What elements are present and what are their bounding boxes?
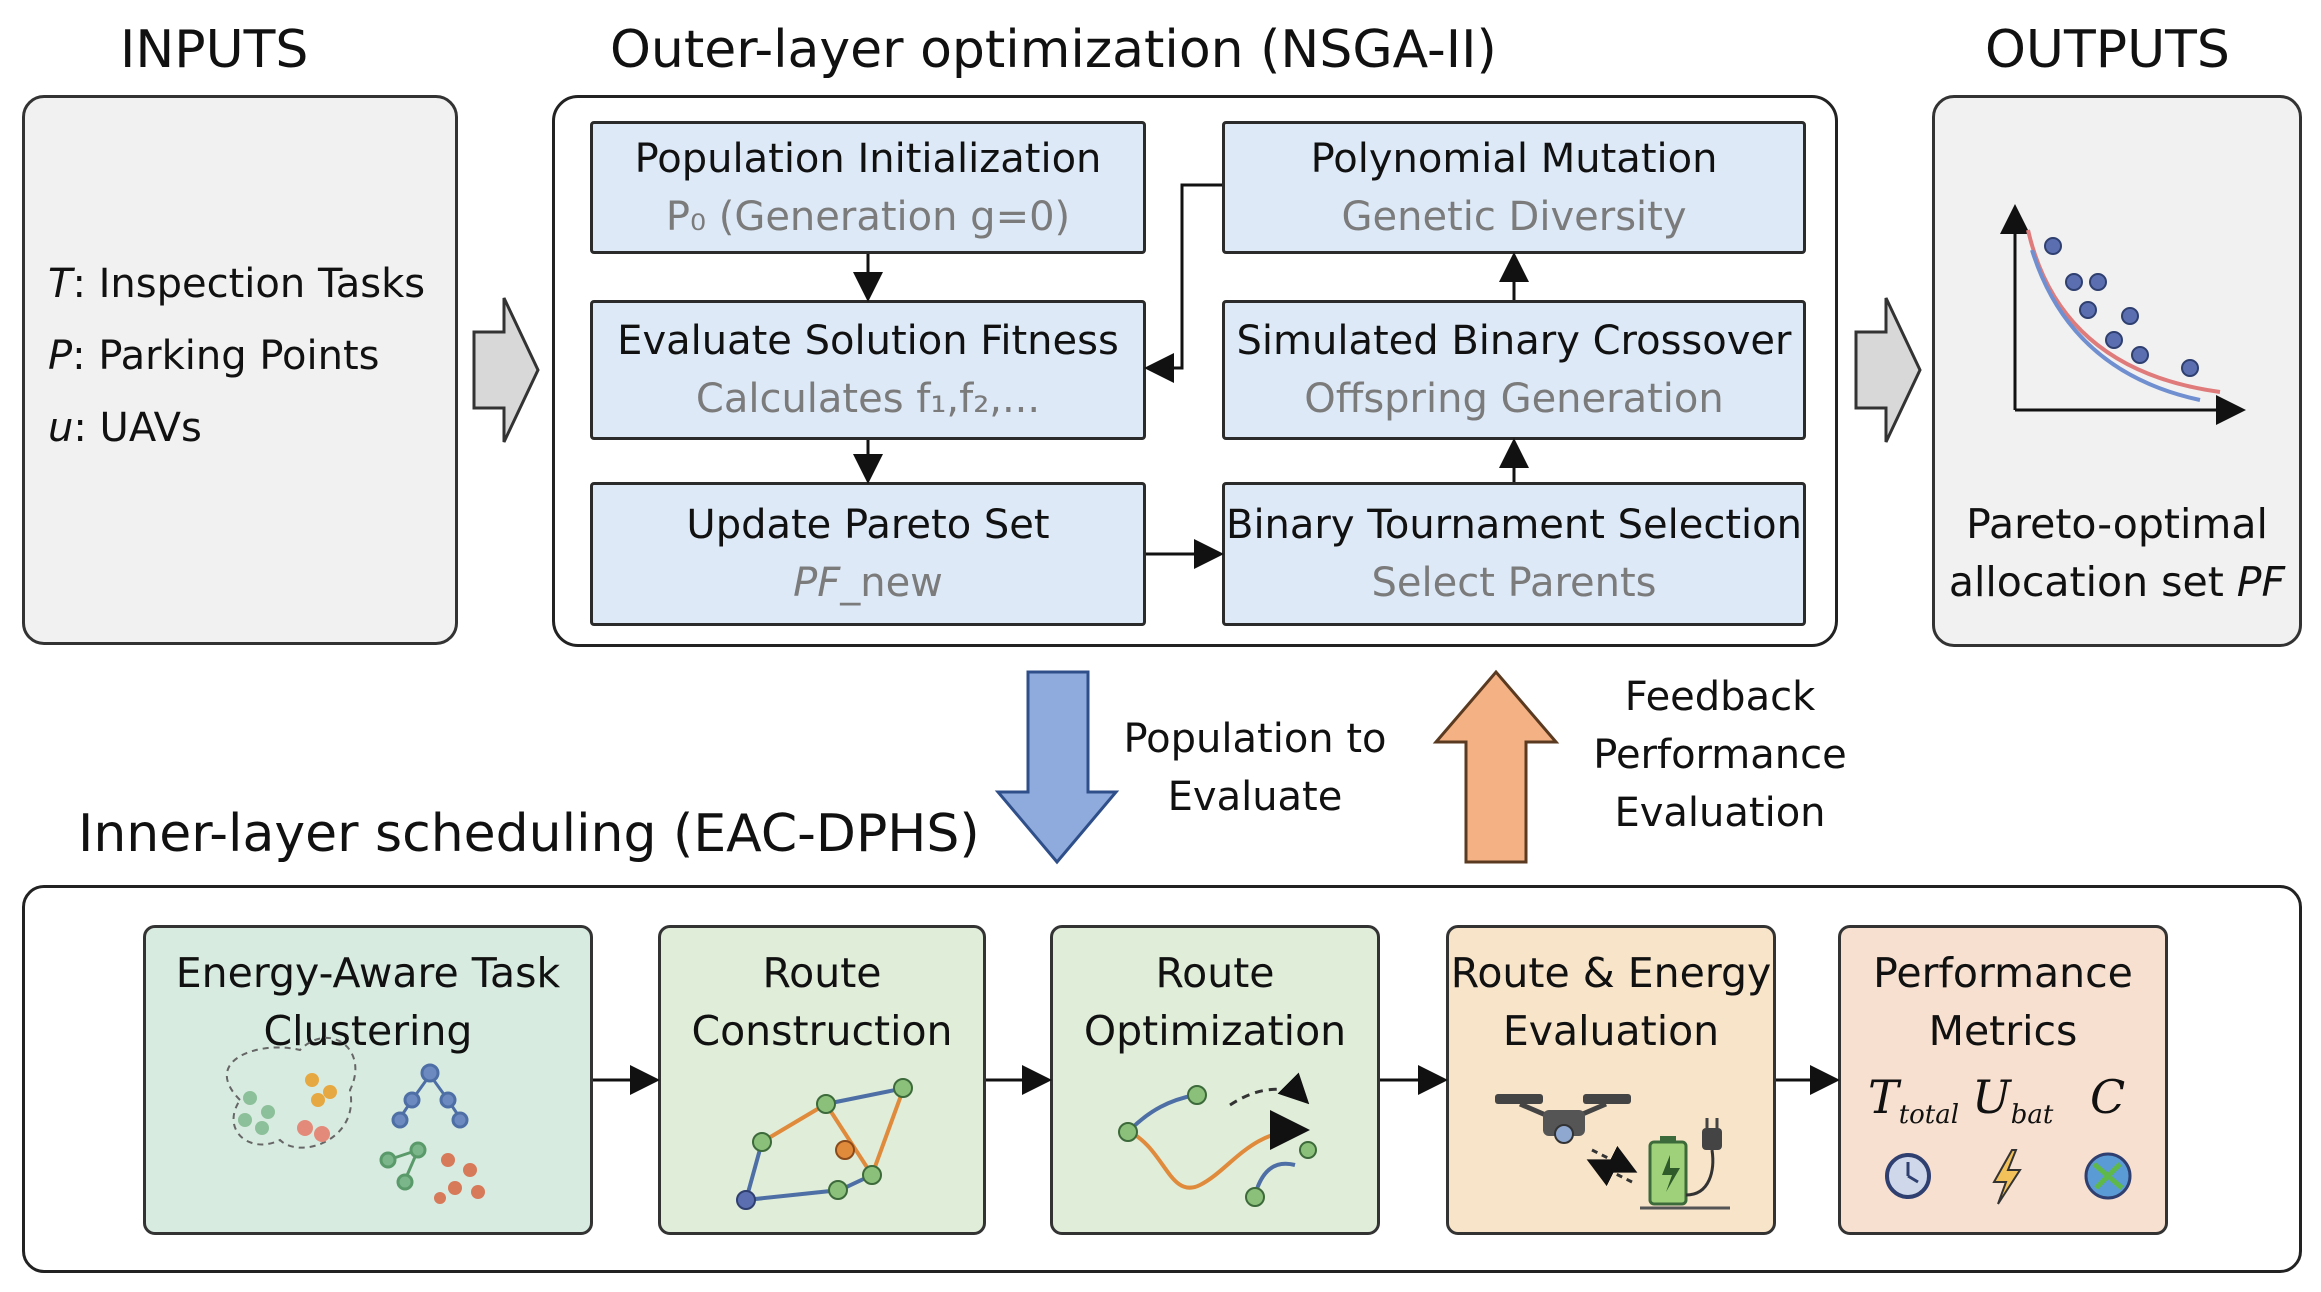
arrow-mutation-to-evaluate	[1144, 183, 1222, 383]
population-initialization-box: Population Initialization P₀ (Generation…	[590, 121, 1146, 254]
tournament-selection-box: Binary Tournament Selection Select Paren…	[1222, 482, 1806, 626]
step-route-optimization: Route Optimization	[1050, 925, 1380, 1235]
step-label: Route	[1155, 949, 1275, 997]
box-subtitle: PF_new	[793, 560, 943, 606]
step-label: Optimization	[1083, 1007, 1347, 1055]
feedback-label: Feedback Performance Evaluation	[1560, 668, 1880, 842]
population-to-evaluate-label: Population to Evaluate	[1100, 710, 1410, 826]
label-line: Feedback	[1624, 674, 1816, 720]
step-label: Route	[762, 949, 882, 997]
step-label: Construction	[691, 1007, 953, 1055]
inputs-list: T: Inspection Tasks P: Parking Points u:…	[48, 248, 425, 464]
output-flow-arrow	[1854, 297, 1922, 443]
compass-gauge-icon	[2084, 1152, 2132, 1200]
step-label: Performance	[1873, 949, 2133, 997]
label-line: Population to	[1123, 716, 1387, 762]
outputs-line2: allocation set PF	[1948, 558, 2286, 606]
update-pareto-box: Update Pareto Set PF_new	[590, 482, 1146, 626]
step-route-construction: Route Construction	[658, 925, 986, 1235]
step-label: Energy-Aware Task	[175, 949, 561, 997]
box-subtitle: Genetic Diversity	[1341, 193, 1687, 240]
step-label: Evaluation	[1502, 1007, 1720, 1055]
sbx-crossover-box: Simulated Binary Crossover Offspring Gen…	[1222, 300, 1806, 440]
outputs-line1: Pareto-optimal	[1966, 500, 2268, 548]
polynomial-mutation-box: Polynomial Mutation Genetic Diversity	[1222, 121, 1806, 254]
inputs-title: INPUTS	[120, 20, 309, 80]
box-title: Polynomial Mutation	[1310, 135, 1718, 182]
feedback-up-arrow	[1432, 669, 1560, 864]
metric-t-total: Ttotal	[1868, 1070, 1960, 1131]
inputs-panel	[22, 95, 458, 645]
box-subtitle: Calculates f₁,f₂,...	[695, 376, 1041, 422]
outputs-title: OUTPUTS	[1985, 20, 2230, 80]
input-flow-arrow	[472, 297, 540, 443]
outer-layer-title: Outer-layer optimization (NSGA-II)	[610, 20, 1497, 80]
label-line: Performance	[1593, 732, 1847, 778]
cluster-icon	[225, 1036, 485, 1204]
step-label: Route & Energy	[1450, 949, 1772, 997]
inner-layer-title: Inner-layer scheduling (EAC-DPHS)	[78, 804, 980, 864]
outputs-panel	[1932, 95, 2302, 647]
pareto-front-icon	[2000, 204, 2246, 425]
box-title: Binary Tournament Selection	[1226, 502, 1802, 548]
box-title: Population Initialization	[634, 135, 1102, 182]
evaluate-fitness-box: Evaluate Solution Fitness Calculates f₁,…	[590, 300, 1146, 440]
step-label: Metrics	[1928, 1007, 2078, 1055]
input-item-uavs: u: UAVs	[48, 405, 202, 451]
step-label: Clustering	[263, 1007, 473, 1055]
lightning-icon	[1992, 1149, 2022, 1205]
box-subtitle: Offspring Generation	[1304, 376, 1724, 422]
metric-u-bat: Ubat	[1972, 1070, 2054, 1131]
label-line: Evaluation	[1614, 790, 1826, 836]
box-title: Simulated Binary Crossover	[1236, 318, 1792, 364]
box-title: Evaluate Solution Fitness	[617, 318, 1119, 364]
route-optimization-icon	[1118, 1072, 1317, 1207]
clock-icon	[1885, 1153, 1931, 1199]
drone-charger-icon	[1495, 1094, 1730, 1210]
metric-c: C	[2090, 1070, 2126, 1124]
input-item-parking: P: Parking Points	[48, 333, 380, 379]
outputs-label: Pareto-optimal allocation set PF	[1932, 495, 2302, 611]
label-line: Evaluate	[1167, 774, 1343, 820]
box-subtitle: P₀ (Generation g=0)	[665, 193, 1071, 240]
population-down-arrow	[994, 670, 1120, 865]
input-item-tasks: T: Inspection Tasks	[48, 261, 426, 307]
step-task-clustering: Energy-Aware Task Clustering	[143, 925, 593, 1235]
route-construction-icon	[736, 1078, 913, 1210]
box-subtitle: Select Parents	[1371, 560, 1657, 606]
box-title: Update Pareto Set	[686, 502, 1050, 548]
